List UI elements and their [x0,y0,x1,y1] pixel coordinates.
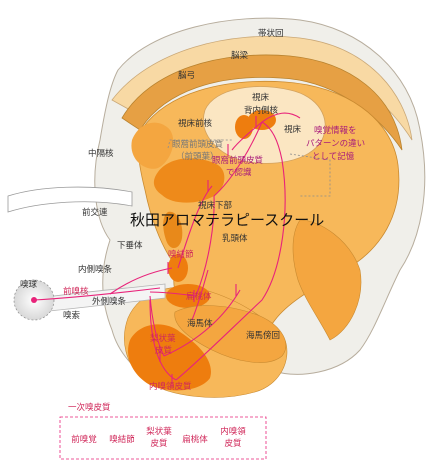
legend-item-3-line-0: 扁桃体 [182,434,208,445]
label-hypothalamus: 視床下部 [198,200,233,211]
dorsomedial-nucleus-shape [248,110,276,130]
label-memory-note-2: パターンの違い [306,138,365,149]
label-olfactory-tract: 嗅索 [63,310,80,321]
label-anterior-olfactory-nucleus: 前嗅核 [63,286,89,297]
pathway-to-piriform [149,295,165,357]
pathway-amygdala-hypothal [195,195,215,297]
pathway-bulb-tract [33,287,161,301]
label-pituitary: 下垂体 [117,240,143,251]
legend-item-2-line-0: 梨状葉 [146,426,172,437]
limbic-mass [137,81,400,344]
label-lateral-olfactory-stria: 外側嗅条 [92,296,127,307]
legend-box [59,416,267,460]
septal-area-shape [131,122,174,169]
pathway-to-amygdala [149,291,197,297]
anterior-commissure-shape [7,186,133,213]
pathway-to-dmn [213,121,263,197]
pathway-loop-top [261,112,301,123]
label-ofc-recognition-2: で認識 [226,167,252,178]
label-olfactory-tubercle: 嗅結節 [168,249,194,260]
pathway-inner-1 [163,289,241,357]
label-mammillary-body: 乳頭体 [222,233,248,244]
watermark-text: 秋田アロマテラピースクール [130,211,324,229]
label-cingulate-gyrus: 帯状回 [258,28,284,39]
label-anterior-commissure: 前交連 [82,207,108,218]
pathway-to-entorhinal [149,299,177,381]
anterior-thalamic-shape [235,115,253,139]
pathway-to-tubercle [109,267,173,295]
label-dorsomedial-nucleus: 背内側核 [244,105,279,116]
label-piriform-cortex-2: 皮質 [155,345,173,356]
legend-item-4-line-1: 皮質 [224,438,242,449]
label-anterior-thalamic: 視床前核 [178,118,213,129]
entorhinal-shape [128,324,211,391]
pituitary-shape [163,211,183,249]
label-memory-note-3: として記憶 [312,151,355,162]
label-ofc-outer-sub: （前頭葉） [176,151,219,162]
label-thalamus-right: 視床 [284,124,302,135]
legend-item-2-line-1: 皮質 [150,438,168,449]
ofc-dashed-connector [167,139,331,197]
legend-item-1-line-0: 嗅結節 [109,434,135,445]
brainstem-shape [292,219,362,341]
pathway-dmn-ofc [231,121,263,151]
label-memory-note-1: 嗅覚情報を [314,125,357,136]
hippocampus-shape [174,305,287,363]
label-corpus-callosum: 脳梁 [231,50,249,61]
legend-items: 前嗅覚嗅結節梨状葉皮質扁桃体内嗅領皮質 [71,426,246,449]
legend-item-4-line-0: 内嗅領 [220,426,246,437]
label-hippocampus: 海馬体 [187,318,213,329]
corpus-callosum-shape [121,54,403,151]
label-amygdala: 扁桃体 [186,291,212,302]
label-parahippocampal-gyrus: 海馬傍回 [246,330,280,341]
label-fornix: 脳弓 [178,70,195,81]
label-ofc-outer: 眼窩前頭皮質 [172,139,224,150]
label-septal-nuclei: 中隔核 [88,148,114,159]
hypothalamus-shape [153,158,225,203]
legend-item-0-line-0: 前嗅覚 [71,434,97,445]
label-olfactory-bulb: 嗅球 [20,279,38,290]
pathway-inner-2 [191,269,209,321]
label-ofc-recognition-1: 眼窩前頭皮質 [212,155,264,166]
label-entorhinal-cortex: 内嗅領皮質 [149,381,192,392]
label-medial-olfactory-stria: 内側嗅条 [78,264,113,275]
pathway-nodes [159,116,257,386]
pathway-entorhinal-hippo [175,121,286,381]
label-piriform-cortex-1: 梨状葉 [150,333,176,344]
legend-title: 一次嗅皮質 [68,402,111,413]
label-thalamus-top: 視床 [252,92,270,103]
